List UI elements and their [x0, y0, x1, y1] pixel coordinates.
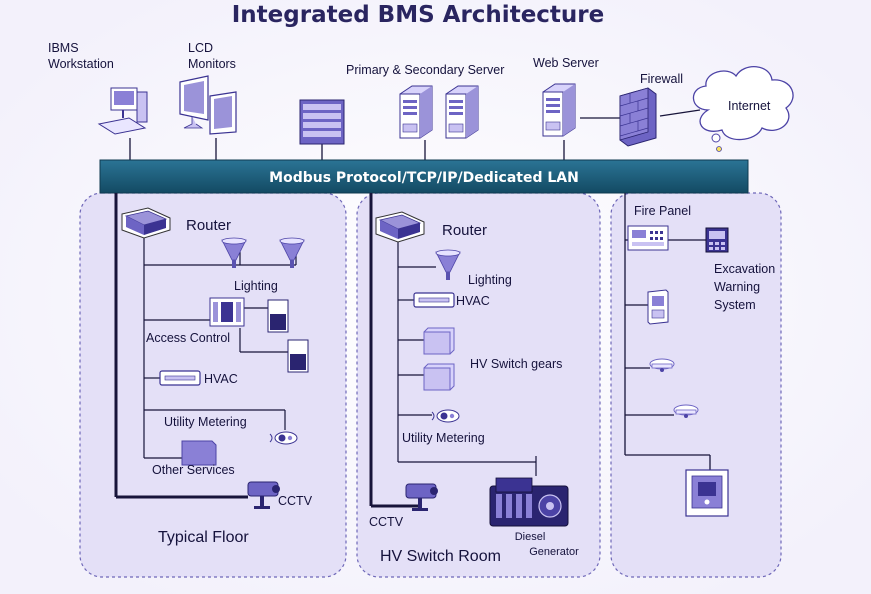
hv-switch-room-title: HV Switch Room [380, 548, 501, 565]
excavation-label-2: Warning [714, 280, 760, 294]
diesel-generator-icon [489, 477, 569, 527]
workstation-label-1: IBMS [48, 41, 79, 55]
fire-panel-icon [627, 225, 669, 251]
fire-panel-label: Fire Panel [634, 204, 691, 218]
hv-room-wires [369, 193, 537, 508]
server-rack-icon [299, 99, 345, 145]
monitors-label-2: Monitors [188, 57, 236, 71]
server-icon [445, 85, 479, 139]
hvac-icon [159, 370, 201, 386]
workstation-label-2: Workstation [48, 57, 114, 71]
diesel-generator-label-2: Generator [529, 546, 579, 558]
firewall-label: Firewall [640, 72, 683, 86]
typical-floor-lighting-label: Lighting [234, 279, 278, 293]
access-control-label: Access Control [146, 331, 230, 345]
typical-floor-hvac-label: HVAC [204, 372, 238, 386]
control-panel-icon [647, 289, 669, 325]
other-services-icon [181, 440, 217, 466]
access-control-icon [267, 299, 289, 333]
hv-room-router-label: Router [442, 222, 487, 239]
hv-room-utility-metering-label: Utility Metering [402, 431, 485, 445]
access-control-icon [287, 339, 309, 373]
hv-room-cctv-label: CCTV [369, 515, 404, 529]
web-server-icon [542, 83, 576, 137]
internet-cloud-icon [692, 66, 794, 152]
switchgear-icon [423, 327, 455, 355]
hvac-icon [413, 292, 455, 308]
hv-room-lighting-label: Lighting [468, 273, 512, 287]
other-services-label: Other Services [152, 463, 235, 477]
web-server-label: Web Server [533, 56, 599, 70]
typical-floor-title: Typical Floor [158, 529, 249, 546]
control-panel-icon [685, 469, 729, 517]
excavation-label-3: System [714, 298, 756, 312]
hv-room-hvac-label: HVAC [456, 294, 490, 308]
firewall-icon [619, 87, 657, 147]
access-control-icon [209, 297, 245, 327]
hv-switch-gears-label: HV Switch gears [470, 357, 562, 371]
diagram-title: Integrated BMS Architecture [232, 2, 604, 28]
diesel-generator-label-1: Diesel [515, 531, 546, 543]
monitors-label-1: LCD [188, 41, 213, 55]
hv-switch-room-zone [356, 192, 601, 578]
typical-floor-wires [114, 193, 297, 499]
typical-floor-cctv-label: CCTV [278, 494, 313, 508]
excavation-label-1: Excavation [714, 262, 775, 276]
typical-floor-utility-metering-label: Utility Metering [164, 415, 247, 429]
lan-bar-label: Modbus Protocol/TCP/IP/Dedicated LAN [269, 170, 579, 186]
fire-zone [610, 192, 782, 578]
typical-floor-router-label: Router [186, 217, 231, 234]
fire-zone-wires [624, 193, 711, 470]
switchgear-icon [423, 363, 455, 391]
workstation-icon [97, 87, 148, 135]
lcd-monitor-icon [179, 75, 237, 135]
excavation-warning-icon [705, 227, 729, 253]
top-wires [129, 109, 701, 160]
servers-label: Primary & Secondary Server [346, 63, 504, 77]
internet-label: Internet [728, 99, 771, 113]
lan-bar: Modbus Protocol/TCP/IP/Dedicated LAN [99, 159, 749, 194]
server-icon [399, 85, 433, 139]
